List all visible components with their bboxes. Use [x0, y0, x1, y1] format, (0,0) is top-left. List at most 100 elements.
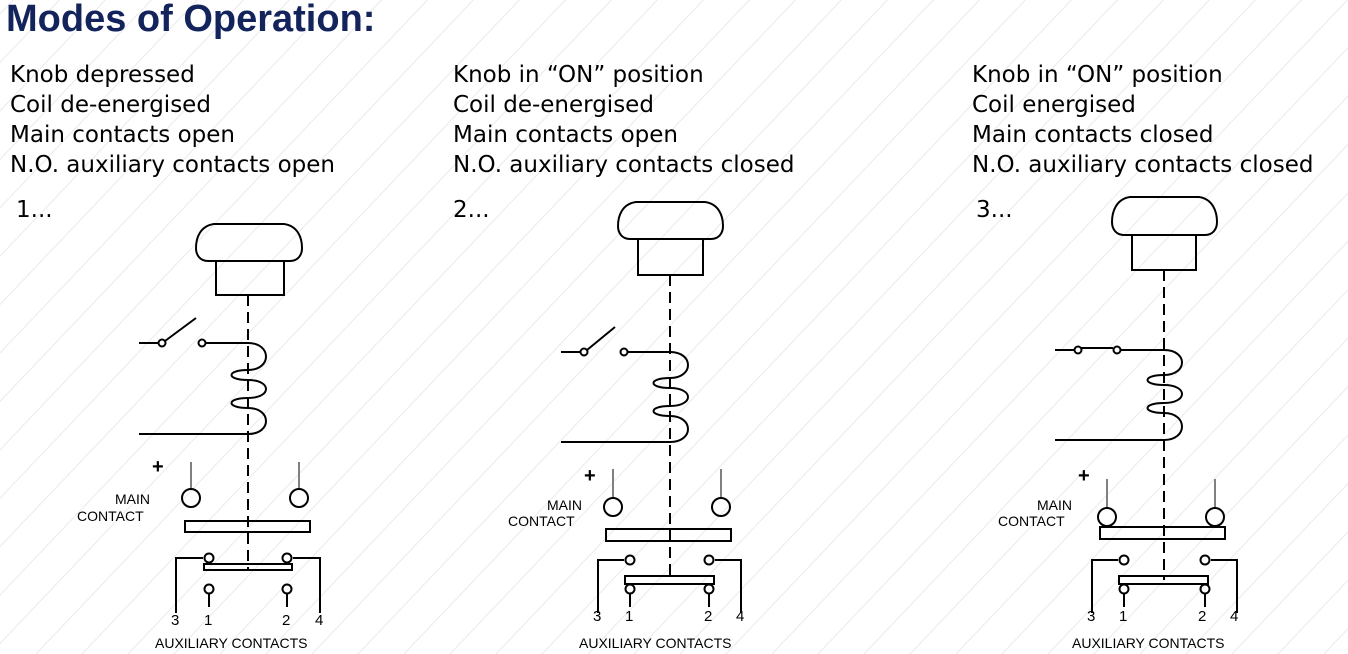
- background-stripe: [0, 0, 290, 306]
- background-stripe: [679, 0, 1302, 654]
- background-stripe: [725, 0, 1348, 654]
- background-stripe: [449, 0, 1072, 654]
- background-stripe: [0, 0, 198, 209]
- main-contact-label: MAIN: [115, 491, 150, 507]
- background-stripe: [265, 0, 888, 654]
- mode-3-line-main: Main contacts closed: [972, 122, 1214, 148]
- mode-3-line-aux: N.O. auxiliary contacts closed: [972, 152, 1314, 178]
- main-terminal: [711, 497, 731, 517]
- coil-winding: [652, 351, 689, 443]
- background-stripe: [1185, 482, 1348, 654]
- aux-contact-upper: [703, 554, 715, 566]
- mode-3-line-knob: Knob in “ON” position: [972, 62, 1223, 88]
- auxiliary-contacts-label: AUXILIARY CONTACTS: [1072, 635, 1224, 651]
- background-stripe: [403, 0, 1026, 654]
- aux-contact-bar: [203, 563, 293, 571]
- main-terminal: [181, 488, 201, 508]
- terminal-label: 3: [171, 612, 179, 629]
- terminal-label: 1: [1119, 608, 1127, 625]
- switch-contact: [619, 347, 629, 357]
- background-stripe: [0, 0, 612, 645]
- aux-contact-upper: [1199, 554, 1211, 566]
- main-contact-label: MAIN: [547, 497, 582, 513]
- main-contact-label: CONTACT: [508, 513, 575, 529]
- main-terminal: [289, 488, 309, 508]
- plus-sign: +: [152, 456, 164, 478]
- auxiliary-contacts-label: AUXILIARY CONTACTS: [155, 635, 307, 651]
- coil-winding: [230, 342, 267, 435]
- background-stripe: [357, 0, 980, 654]
- mode-1-description: Knob depressed Coil de-energised Main co…: [10, 60, 335, 180]
- terminal-label: 2: [282, 612, 290, 629]
- mode-1-line-main: Main contacts open: [10, 122, 235, 148]
- aux-wire-left: [1091, 559, 1118, 613]
- mode-3-step-label: 3...: [976, 197, 1013, 223]
- knob-cap: [616, 201, 725, 240]
- knob-stem: [215, 260, 285, 296]
- background-stripe: [127, 0, 750, 654]
- main-terminal: [1097, 507, 1117, 527]
- main-contact-bar: [605, 528, 732, 542]
- background-stripe: [0, 0, 106, 112]
- switch-contact: [1112, 345, 1122, 355]
- aux-contact-upper: [1118, 554, 1130, 566]
- terminal-label: 2: [1198, 608, 1206, 625]
- aux-contact-lower: [203, 583, 215, 595]
- background-stripe: [0, 0, 566, 596]
- background-stripe: [0, 0, 152, 160]
- background-stripe: [771, 46, 1348, 654]
- aux-contact-bar: [624, 575, 715, 585]
- background-stripe: [1093, 385, 1348, 654]
- background-stripe: [541, 0, 1164, 654]
- terminal-label: 4: [1230, 608, 1238, 625]
- terminal-label: 1: [204, 612, 212, 629]
- background-stripe: [0, 0, 244, 257]
- main-contact-label: MAIN: [1037, 497, 1072, 513]
- background-stripe: [1139, 434, 1348, 654]
- switch-blade: [164, 317, 197, 342]
- terminal-label: 3: [593, 608, 601, 625]
- plus-sign: +: [584, 465, 596, 487]
- aux-contact-upper: [624, 554, 636, 566]
- mode-1-line-coil: Coil de-energised: [10, 92, 211, 118]
- background-stripe: [311, 0, 934, 654]
- background-stripe: [909, 192, 1348, 654]
- aux-contact-upper: [203, 552, 215, 564]
- mode-1-step-label: 1...: [16, 197, 53, 223]
- mode-2-line-main: Main contacts open: [453, 122, 678, 148]
- knob-stem: [1131, 234, 1197, 271]
- knob-cap: [194, 223, 304, 262]
- switch-contact: [157, 338, 167, 348]
- terminal-label: 4: [736, 608, 744, 625]
- aux-wire-right: [293, 557, 321, 613]
- switch-contact: [197, 338, 207, 348]
- background-stripe: [1047, 337, 1348, 654]
- main-contact-label: CONTACT: [77, 508, 144, 524]
- mode-1-line-knob: Knob depressed: [10, 62, 195, 88]
- aux-contact-upper: [281, 552, 293, 564]
- aux-contact-lower: [281, 583, 293, 595]
- aux-wire-left: [597, 559, 624, 613]
- background-stripe: [219, 0, 842, 654]
- background-stripe: [0, 0, 336, 354]
- mode-1-line-aux: N.O. auxiliary contacts open: [10, 152, 335, 178]
- aux-contact-lower: [624, 583, 636, 595]
- aux-wire-left: [175, 557, 203, 613]
- background-stripe: [587, 0, 1210, 654]
- aux-wire-right: [1211, 559, 1238, 613]
- mode-2-line-aux: N.O. auxiliary contacts closed: [453, 152, 795, 178]
- background-stripe: [817, 95, 1348, 654]
- background-stripe: [35, 0, 658, 654]
- aux-wire-right: [715, 559, 742, 613]
- mode-2-line-knob: Knob in “ON” position: [453, 62, 704, 88]
- mode-2-description: Knob in “ON” position Coil de-energised …: [453, 60, 794, 180]
- aux-contact-lower: [1199, 583, 1211, 595]
- terminal-label: 2: [704, 608, 712, 625]
- background-stripe: [1231, 531, 1348, 654]
- mode-2-step-label: 2...: [453, 197, 490, 223]
- terminal-label: 1: [625, 608, 633, 625]
- switch-contact: [1073, 345, 1083, 355]
- background-stripe: [1001, 289, 1348, 654]
